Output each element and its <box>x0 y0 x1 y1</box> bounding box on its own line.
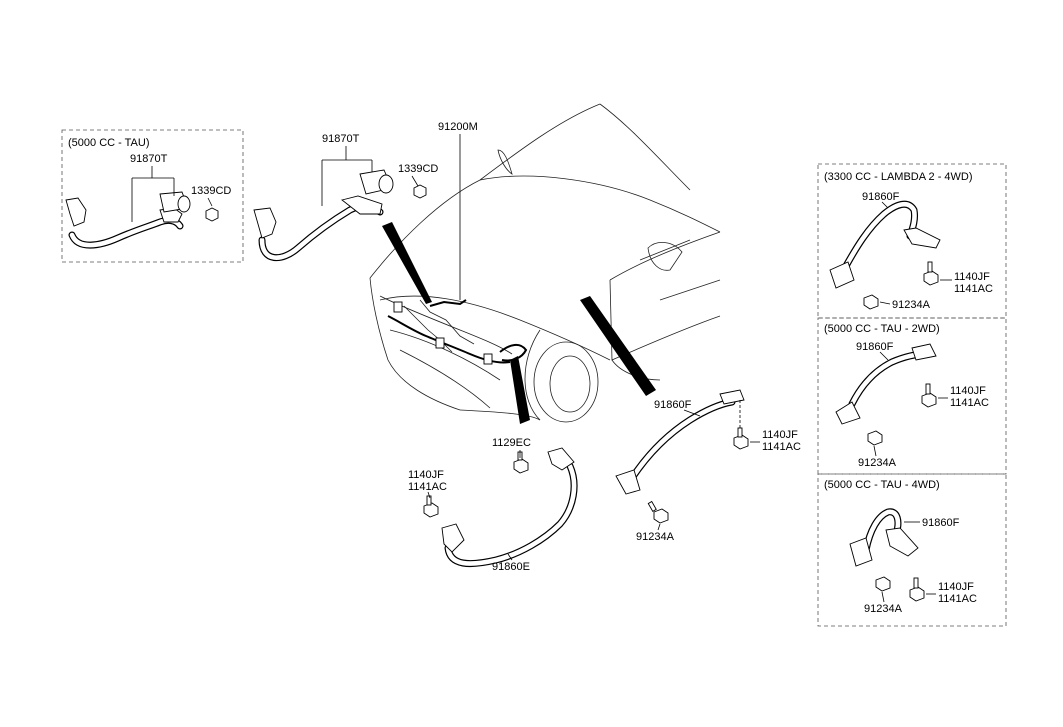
label-1140JF-lambda: 1140JF <box>954 271 990 283</box>
label-91234A-lambda: 91234A <box>892 299 931 311</box>
label-91234A-2wd: 91234A <box>858 457 897 469</box>
label-91860F-4wd: 91860F <box>922 517 960 529</box>
leader-91860F-lambda <box>881 201 889 209</box>
terminal-cap-91870T[interactable] <box>359 169 394 195</box>
bolt-1140JF-left[interactable] <box>423 495 439 518</box>
nut-1339CD-box[interactable] <box>205 207 219 222</box>
callout-wedge-91870T <box>382 222 432 304</box>
label-91860F-main: 91860F <box>654 399 692 411</box>
terminal-cap-box[interactable] <box>159 191 191 213</box>
nut-1339CD[interactable] <box>413 184 427 199</box>
label-91860E: 91860E <box>492 561 530 573</box>
ground-cable-91860F-4wd[interactable] <box>849 508 919 567</box>
leader-91860E <box>507 553 513 561</box>
label-1129EC: 1129EC <box>492 437 531 449</box>
label-91234A-main: 91234A <box>636 531 675 543</box>
harness-connector-3 <box>483 353 493 365</box>
tau-5000-4wd-caption: (5000 CC - TAU - 4WD) <box>824 479 940 491</box>
battery-cable-91870T[interactable] <box>253 195 384 261</box>
harness-connector-2 <box>435 337 445 349</box>
lambda-3300-4wd-caption: (3300 CC - LAMBDA 2 - 4WD) <box>824 171 973 183</box>
leader-91870T-box <box>131 166 175 222</box>
leader-91860F-2wd <box>879 351 889 361</box>
label-91870T: 91870T <box>322 133 360 145</box>
ground-cable-91860F-lambda[interactable] <box>829 200 941 289</box>
tau-5000-frame <box>61 129 244 263</box>
bolt-1140JF-lambda[interactable] <box>923 261 939 286</box>
lambda-3300-4wd-box: (3300 CC - LAMBDA 2 - 4WD) 91860F 1140JF… <box>817 163 1007 319</box>
label-1141AC-left: 1141AC <box>408 481 447 493</box>
label-91860F-lambda: 91860F <box>862 191 900 203</box>
leader-1339CD <box>411 175 419 187</box>
label-1141AC-2wd: 1141AC <box>950 397 989 409</box>
leader-1339CD-box <box>207 197 213 207</box>
label-1140JF-main: 1140JF <box>762 429 798 441</box>
bolt-1140JF-4wd[interactable] <box>909 577 925 602</box>
ground-cable-91860F-2wd[interactable] <box>835 343 937 425</box>
tau-5000-4wd-frame <box>817 473 1007 627</box>
label-1339CD-box: 1339CD <box>191 185 231 197</box>
leader-91870T <box>321 146 373 206</box>
ground-cable-91860F-main[interactable] <box>615 389 745 495</box>
leader-91234A-4wd <box>881 591 885 603</box>
label-1140JF-4wd: 1140JF <box>938 581 974 593</box>
vehicle-outline <box>369 103 721 423</box>
leader-1140JF-left <box>427 491 431 499</box>
tau-5000-2wd-caption: (5000 CC - TAU - 2WD) <box>824 323 940 335</box>
leader-91860F-main <box>683 409 701 417</box>
bolt-91234A-lambda[interactable] <box>863 294 879 310</box>
bolt-1140JF-main[interactable] <box>733 427 749 450</box>
tau-5000-2wd-box: (5000 CC - TAU - 2WD) 91860F 1140JF 1141… <box>817 317 1007 475</box>
leader-91234A-lambda <box>879 301 891 305</box>
label-1141AC-lambda: 1141AC <box>954 283 993 295</box>
label-91870T-box: 91870T <box>130 153 168 165</box>
label-1140JF-left: 1140JF <box>408 469 444 481</box>
label-1339CD: 1339CD <box>398 163 438 175</box>
bolt-91234A-4wd[interactable] <box>875 576 891 592</box>
bolt-1129EC[interactable] <box>513 451 529 474</box>
bolt-91234A-2wd[interactable] <box>867 430 883 446</box>
callout-wedge-91860E <box>510 356 530 424</box>
ground-cable-91860E[interactable] <box>441 447 578 568</box>
harness-connector-1 <box>393 301 403 313</box>
tau-5000-caption: (5000 CC - TAU) <box>68 137 150 149</box>
callout-wedge-91860F <box>580 296 656 396</box>
leader-91234A-main <box>657 523 661 531</box>
bolt-1140JF-2wd[interactable] <box>921 383 937 408</box>
label-1141AC-4wd: 1141AC <box>938 593 977 605</box>
label-91200M: 91200M <box>438 121 478 133</box>
label-91860F-2wd: 91860F <box>856 341 894 353</box>
label-91234A-4wd: 91234A <box>864 603 903 615</box>
tau-5000-box: (5000 CC - TAU) 91870T 1339CD <box>61 129 244 263</box>
leader-91234A-2wd <box>873 445 877 457</box>
label-1140JF-2wd: 1140JF <box>950 385 986 397</box>
tau-5000-4wd-box: (5000 CC - TAU - 4WD) 91860F 1140JF 1141… <box>817 473 1007 627</box>
bolt-91234A-main[interactable] <box>647 500 669 524</box>
label-1141AC-main: 1141AC <box>762 441 801 453</box>
